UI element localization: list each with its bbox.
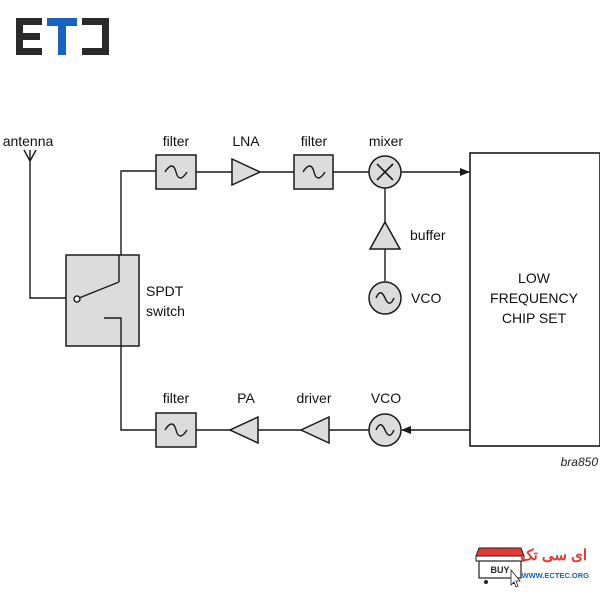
antenna-label: antenna bbox=[3, 133, 54, 149]
cursor-icon bbox=[510, 568, 521, 588]
switch-label-line2: switch bbox=[146, 303, 185, 319]
mixer-label: mixer bbox=[369, 133, 404, 149]
rx-vco bbox=[368, 281, 402, 315]
mixer bbox=[368, 155, 402, 189]
rx-vco-label: VCO bbox=[411, 290, 441, 306]
antenna-wire bbox=[29, 178, 77, 299]
rx-filter-2 bbox=[293, 154, 334, 190]
rx-filter-1 bbox=[155, 154, 197, 190]
rx-filter-2-label: filter bbox=[301, 133, 328, 149]
chipset-label-line3: CHIP SET bbox=[502, 310, 567, 326]
tx-filter bbox=[155, 412, 197, 448]
lna-label: LNA bbox=[232, 133, 260, 149]
tx-filter-label: filter bbox=[163, 390, 190, 406]
switch-label-line1: SPDT bbox=[146, 283, 184, 299]
store-url[interactable]: WWW.ECTEC.ORG bbox=[522, 571, 590, 580]
chipset-block bbox=[469, 152, 600, 447]
tx-vco bbox=[368, 413, 402, 447]
rx-wire-1 bbox=[120, 170, 156, 255]
figure-id: bra850 bbox=[561, 455, 599, 469]
store-title: ای سی تک bbox=[520, 547, 587, 564]
driver-label: driver bbox=[296, 390, 331, 406]
lna-amplifier bbox=[231, 157, 262, 187]
chipset-label-line2: FREQUENCY bbox=[490, 290, 579, 306]
driver-amplifier bbox=[299, 415, 330, 445]
etc-logo bbox=[16, 18, 109, 55]
chipset-label-line1: LOW bbox=[518, 270, 551, 286]
shop-icon: BUY bbox=[475, 547, 525, 588]
buy-button-label: BUY bbox=[490, 565, 509, 575]
spdt-switch bbox=[65, 254, 140, 347]
pa-label: PA bbox=[237, 390, 255, 406]
tx-vco-label: VCO bbox=[371, 390, 401, 406]
buffer-label: buffer bbox=[410, 227, 446, 243]
pa-amplifier bbox=[228, 415, 259, 445]
tx-wire-to-switch bbox=[120, 346, 156, 431]
store-badge[interactable]: BUY ای سی تک WWW.ECTEC.ORG bbox=[475, 547, 590, 588]
rx-filter-1-label: filter bbox=[163, 133, 190, 149]
buffer-amplifier bbox=[368, 220, 402, 250]
antenna-icon bbox=[23, 149, 37, 178]
